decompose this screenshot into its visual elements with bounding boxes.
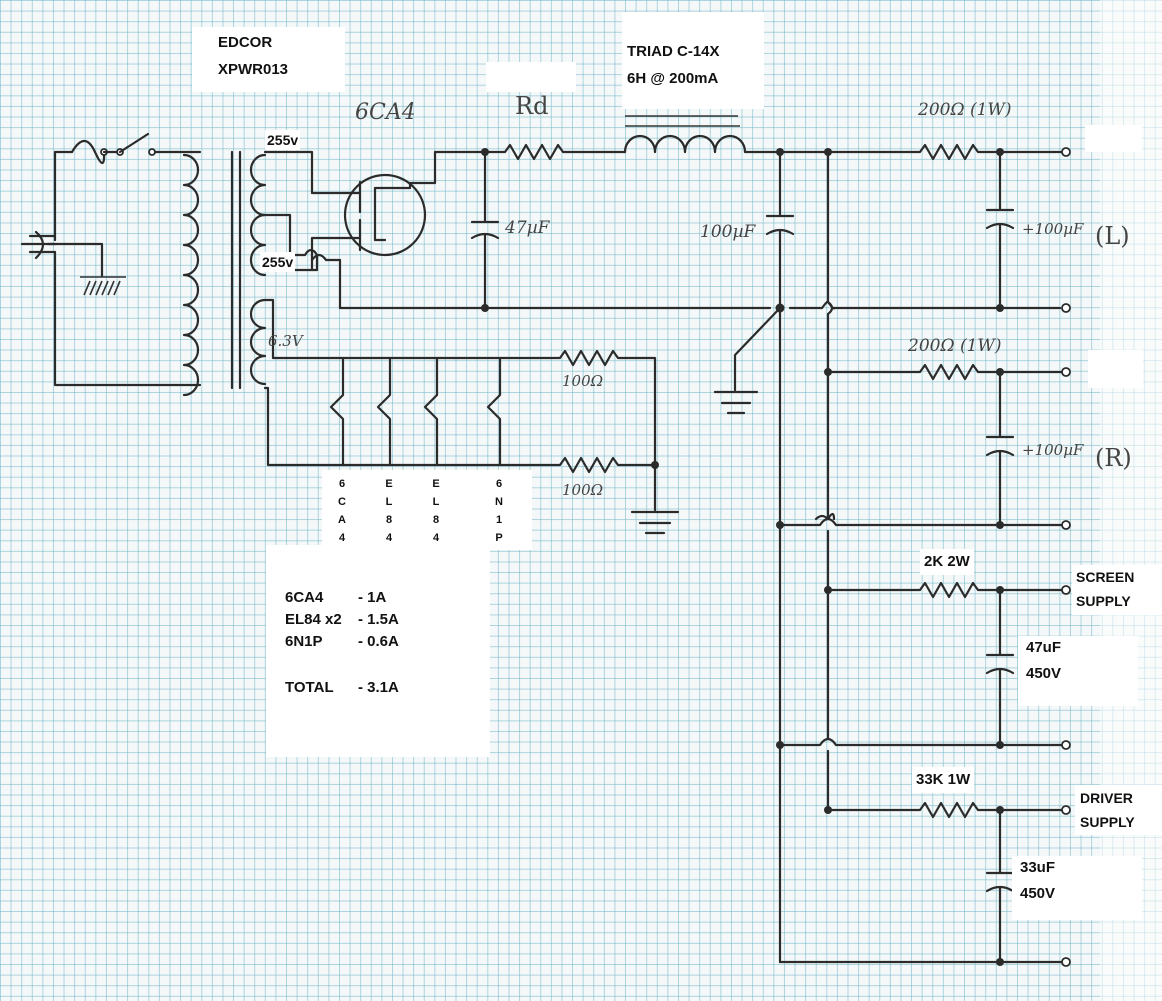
rectifier-label: 6CA4: [355, 100, 416, 125]
right-resistor-label: 200Ω (1W): [908, 336, 1002, 356]
rd-resistor-icon: [483, 143, 627, 161]
switch-icon: [118, 132, 150, 154]
chassis-ground-icon: [80, 276, 126, 296]
tap-label-top: 255v: [265, 130, 301, 150]
cap-100-label: 100µF: [700, 222, 756, 242]
filament-label-el84-2: EL84: [432, 478, 440, 544]
heater-ground-icon: [630, 510, 680, 535]
power-transformer: [182, 150, 267, 397]
main-bus: [713, 143, 1071, 967]
current-row-value: - 1A: [358, 589, 387, 606]
transformer-model-line2: XPWR013: [218, 61, 289, 78]
transformer-label-box: [192, 27, 345, 92]
left-cap-label: +100µF: [1022, 220, 1084, 238]
screen-label-1: SCREEN: [1076, 569, 1135, 585]
heater-resistor-label-1: 100Ω: [562, 372, 604, 390]
choke-label-box: [622, 12, 764, 109]
screen-cap-voltage: 450V: [1026, 665, 1062, 682]
driver-cap-value: 33uF: [1020, 859, 1056, 876]
cap-47-label: 47µF: [505, 218, 550, 238]
current-row-value: - 0.6A: [358, 633, 399, 650]
filter-section: [470, 115, 782, 312]
right-channel-label: (R): [1095, 444, 1132, 472]
rectifier-tube-icon: [343, 173, 427, 257]
filament-label-box: [322, 470, 532, 550]
current-row-tube: 6N1P: [285, 633, 323, 650]
current-row-value: - 1.5A: [358, 611, 399, 628]
rd-label: Rd: [515, 92, 549, 120]
screen-resistor-label: 2K 2W: [920, 549, 974, 575]
current-total-label: TOTAL: [285, 679, 334, 696]
screen-label-2: SUPPLY: [1076, 593, 1131, 609]
output-terminals: [1061, 147, 1071, 967]
current-total-value: - 3.1A: [358, 679, 399, 696]
current-row-tube: 6CA4: [285, 589, 324, 606]
choke-model-line1: TRIAD C-14X: [627, 43, 720, 60]
mains-input: [20, 132, 202, 387]
driver-label-1: DRIVER: [1080, 790, 1133, 806]
driver-cap-box: [1012, 856, 1142, 920]
current-table: [266, 545, 490, 757]
filament-label-6n1p: 6N1P: [495, 478, 503, 544]
choke-icon: [623, 134, 782, 154]
heater-circuit: [263, 298, 680, 535]
driver-label-box: [1075, 785, 1162, 835]
screen-label-box: [1072, 565, 1162, 615]
filament-label-6ca4: 6CA4: [338, 478, 346, 544]
screen-cap-value: 47uF: [1026, 639, 1062, 656]
driver-label-2: SUPPLY: [1080, 814, 1135, 830]
cap-47uf-icon: [470, 150, 500, 310]
driver-resistor-label: 33K 1W: [912, 767, 975, 793]
blank-box: [486, 62, 576, 92]
left-channel-label: (L): [1095, 222, 1130, 250]
driver-cap-voltage: 450V: [1020, 885, 1056, 902]
filament-label-el84-1: EL84: [385, 478, 393, 544]
left-resistor-label: 200Ω (1W): [918, 100, 1012, 120]
right-cap-label: +100µF: [1022, 441, 1084, 459]
screen-cap-box: [1018, 636, 1138, 706]
heater-resistor-label-2: 100Ω: [562, 481, 604, 499]
choke-model-line2: 6H @ 200mA: [627, 70, 719, 87]
fuse-icon: [70, 139, 106, 165]
current-row-tube: EL84 x2: [285, 611, 342, 628]
blank-box: [1088, 350, 1143, 388]
blank-box: [1085, 125, 1142, 152]
ground-icon: [713, 306, 782, 415]
heater-voltage-label: 6.3V: [268, 332, 303, 350]
transformer-model-line1: EDCOR: [218, 34, 273, 51]
rectifier-circuit: [260, 150, 1062, 310]
tap-label-bottom: 255v: [260, 252, 296, 272]
